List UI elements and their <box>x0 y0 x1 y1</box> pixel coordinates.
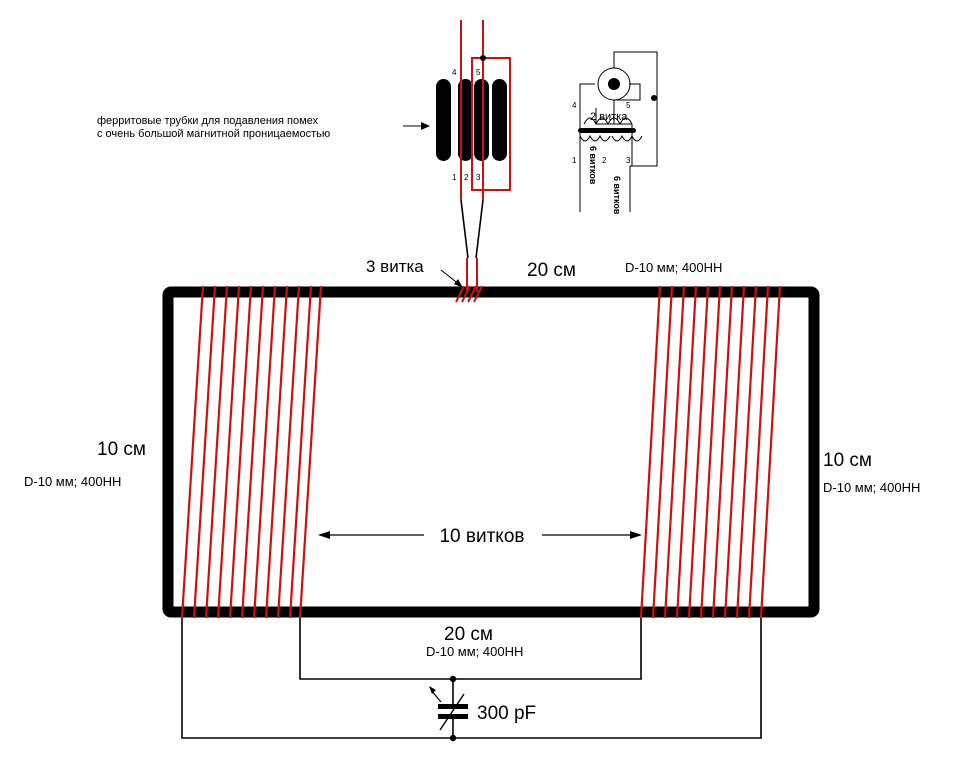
transformer-pin-4: 4 <box>572 101 577 110</box>
six-turns-label-b: 6 витков <box>612 176 622 215</box>
coupling-leads <box>460 199 484 292</box>
transformer-pin-2: 2 <box>602 156 607 165</box>
ten-turns-label: 10 витков <box>439 526 524 547</box>
tube-pin-5: 5 <box>476 68 481 77</box>
capacitor-label: 300 pF <box>477 703 536 724</box>
three-turns-label: 3 витка <box>366 257 424 276</box>
junction-dot-top <box>449 675 457 683</box>
right-core-label: D-10 мм; 400НН <box>823 480 920 495</box>
transformer-center-dot <box>608 78 620 90</box>
transformer-pin-1: 1 <box>572 156 577 165</box>
right-length-label: 10 см <box>823 450 872 471</box>
bottom-length-label: 20 см <box>444 624 493 645</box>
tube-pin-1: 1 <box>452 173 457 182</box>
transformer-pin-3: 3 <box>626 156 631 165</box>
ferrite-note-arrowhead <box>421 122 430 130</box>
left-winding <box>180 285 323 619</box>
transformer-core <box>578 128 636 133</box>
two-turns-label: 2 витка <box>590 111 628 123</box>
transformer-pin-5: 5 <box>626 101 631 110</box>
bottom-core-label: D-10 мм; 400НН <box>426 644 523 659</box>
left-length-label: 10 см <box>97 439 146 460</box>
transformer-junction-dot <box>651 95 657 101</box>
tube-winding <box>460 20 511 200</box>
top-length-label: 20 см <box>527 260 576 281</box>
bottom-wiring <box>181 618 762 739</box>
tube-pin-3: 3 <box>476 173 481 182</box>
right-winding <box>639 285 782 619</box>
ferrite-note-line2: с очень большой магнитной проницаемостью <box>97 128 330 140</box>
ferrite-note-line1: ферритовые трубки для подавления помех <box>97 115 319 127</box>
top-core-label: D-10 мм; 400НН <box>625 260 722 275</box>
coupling-turns <box>455 285 483 303</box>
left-core-label: D-10 мм; 400НН <box>24 474 121 489</box>
tube-pin-2: 2 <box>464 173 469 182</box>
turns-dimension-arrow <box>318 531 642 539</box>
ferrite-frame <box>162 286 820 618</box>
tube-junction-dot <box>480 55 486 61</box>
junction-dot-bottom <box>449 734 457 742</box>
three-turns-arrowhead <box>454 279 463 288</box>
six-turns-label-a: 6 витков <box>588 146 598 185</box>
tube-pin-4: 4 <box>452 68 457 77</box>
variable-capacitor-symbol <box>429 686 468 731</box>
